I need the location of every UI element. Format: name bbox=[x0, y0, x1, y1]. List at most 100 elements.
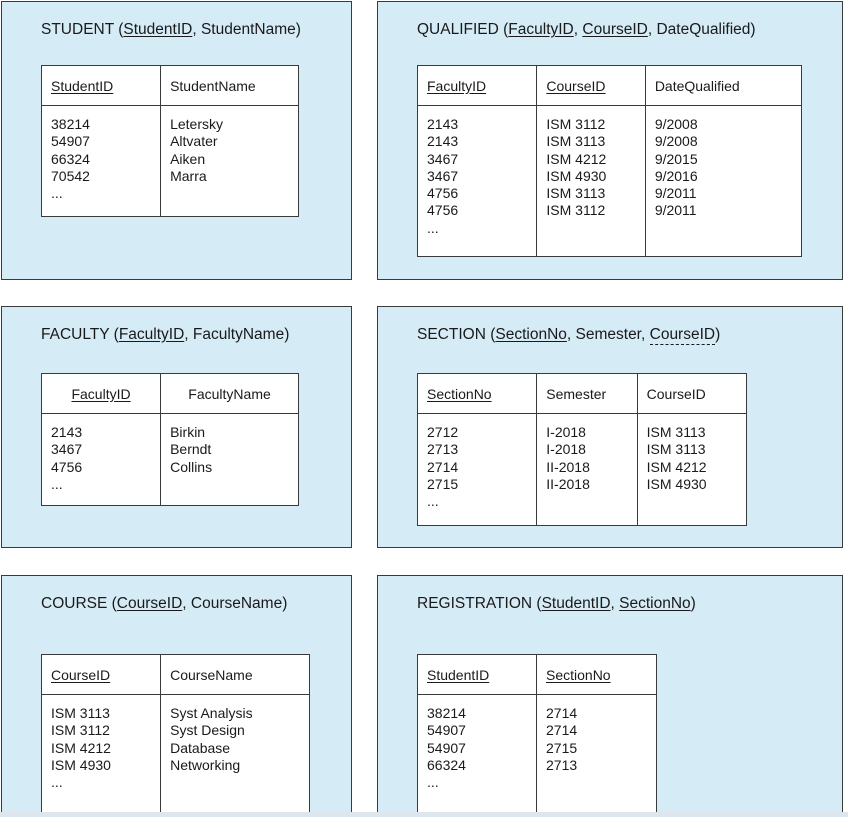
cell-value: 2712 bbox=[427, 424, 459, 440]
relation-name: REGISTRATION bbox=[417, 595, 533, 612]
table-header-row: StudentID StudentName bbox=[42, 66, 298, 106]
cell-value: Syst Design bbox=[170, 722, 245, 739]
table-header-row: SectionNo Semester CourseID bbox=[418, 374, 746, 414]
column-header-studentname: StudentName bbox=[161, 66, 298, 105]
panel-qualified: QUALIFIED (FacultyID, CourseID, DateQual… bbox=[377, 1, 843, 280]
column-header-label: StudentID bbox=[427, 666, 490, 683]
cell-value: ISM 4212 bbox=[546, 150, 607, 167]
cell-value: Berndt bbox=[170, 441, 212, 458]
cell-value: 3467 bbox=[427, 150, 459, 167]
column-header-label: CourseName bbox=[170, 666, 253, 683]
cell-value: ISM 4930 bbox=[646, 475, 707, 492]
table-header-row: CourseID CourseName bbox=[42, 655, 309, 695]
relation-name: SECTION bbox=[417, 326, 486, 343]
cell-value: 2714 bbox=[546, 705, 578, 721]
cell-value: ... bbox=[427, 774, 439, 791]
column-header-courseid: CourseID bbox=[638, 374, 746, 413]
column-header-semester: Semester bbox=[537, 374, 638, 413]
cell-value: 3467 bbox=[427, 167, 459, 184]
title-attribute-coursename: CourseName bbox=[190, 595, 283, 612]
cell-value: ... bbox=[51, 774, 63, 791]
column-header-sectionno: SectionNo bbox=[537, 655, 656, 694]
cell-value: 2143 bbox=[427, 133, 459, 150]
cell-value: Database bbox=[170, 739, 231, 756]
column-header-sectionno: SectionNo bbox=[418, 374, 538, 413]
cell-value: ISM 3113 bbox=[51, 705, 110, 721]
cell-value: ISM 3113 bbox=[546, 185, 606, 202]
column-header-datequalified: DateQualified bbox=[646, 66, 801, 105]
cell-value: Birkin bbox=[170, 424, 206, 440]
panel-section: SECTION (SectionNo, Semester, CourseID)S… bbox=[377, 306, 843, 548]
cell-value: I-2018 bbox=[546, 424, 586, 440]
relation-title-section: SECTION (SectionNo, Semester, CourseID) bbox=[417, 326, 721, 345]
cell-value: ISM 3112 bbox=[546, 202, 606, 219]
cell-value: I-2018 bbox=[546, 441, 586, 458]
column-header-label: DateQualified bbox=[654, 77, 740, 94]
table-header-row: FacultyID FacultyName bbox=[42, 374, 298, 414]
cell-value: 4756 bbox=[51, 458, 83, 475]
cell-value: 38214 bbox=[427, 705, 466, 721]
cell-value: 2143 bbox=[427, 116, 459, 132]
title-attribute-sectionno: SectionNo bbox=[495, 326, 567, 343]
cell-value: 2715 bbox=[546, 739, 578, 756]
title-attribute-facultyname: FacultyName bbox=[192, 326, 285, 343]
title-attribute-datequalified: DateQualified bbox=[656, 21, 751, 38]
cell-value: Letersky bbox=[170, 116, 223, 132]
cell-value: 2714 bbox=[546, 722, 578, 739]
cell-value: ISM 3112 bbox=[546, 116, 606, 132]
cell-value: Syst Analysis bbox=[170, 705, 253, 721]
cell-value: 2713 bbox=[427, 441, 459, 458]
cell-value: 66324 bbox=[51, 150, 90, 167]
relation-title-student: STUDENT (StudentID, StudentName) bbox=[41, 21, 301, 38]
cell-value: 9/2016 bbox=[654, 167, 698, 184]
page-bottom-rule bbox=[0, 812, 848, 817]
cell-value: 54907 bbox=[427, 739, 466, 756]
cell-value: 9/2008 bbox=[654, 116, 698, 132]
column-header-studentid: StudentID bbox=[418, 655, 537, 694]
cell-value: ISM 3113 bbox=[646, 441, 706, 458]
column-header-label: FacultyID bbox=[71, 385, 131, 402]
cell-value: ISM 4930 bbox=[51, 756, 111, 773]
title-attribute-courseid: CourseID bbox=[649, 326, 716, 345]
column-header-facultyid: FacultyID bbox=[418, 66, 538, 105]
relation-name: STUDENT bbox=[41, 21, 114, 38]
cell-value: 70542 bbox=[51, 167, 90, 184]
column-header-label: FacultyName bbox=[188, 385, 271, 402]
title-attribute-semester: Semester bbox=[575, 326, 641, 343]
cell-value: ... bbox=[51, 185, 63, 202]
cell-value: ... bbox=[51, 475, 63, 492]
title-attribute-studentid: StudentID bbox=[541, 595, 611, 612]
cell-value: 2713 bbox=[546, 756, 578, 773]
cell-value: 54907 bbox=[427, 722, 466, 739]
cell-value: ISM 3113 bbox=[546, 133, 606, 150]
cell-value: Marra bbox=[170, 167, 207, 184]
panel-student: STUDENT (StudentID, StudentName) StudentI… bbox=[1, 1, 352, 280]
column-header-coursename: CourseName bbox=[161, 655, 309, 694]
title-attribute-studentname: StudentName bbox=[200, 21, 296, 38]
column-header-label: FacultyID bbox=[427, 77, 487, 94]
column-header-label: CourseID bbox=[51, 666, 111, 683]
cell-value: ISM 3112 bbox=[51, 722, 110, 739]
title-attribute-courseid: CourseID bbox=[116, 595, 183, 612]
column-header-label: StudentID bbox=[51, 77, 114, 94]
column-header-label: Semester bbox=[546, 385, 607, 402]
relation-title-registration: REGISTRATION (StudentID, SectionNo) bbox=[417, 595, 696, 612]
panel-registration: REGISTRATION (StudentID, SectionNo)Stude… bbox=[377, 575, 843, 817]
